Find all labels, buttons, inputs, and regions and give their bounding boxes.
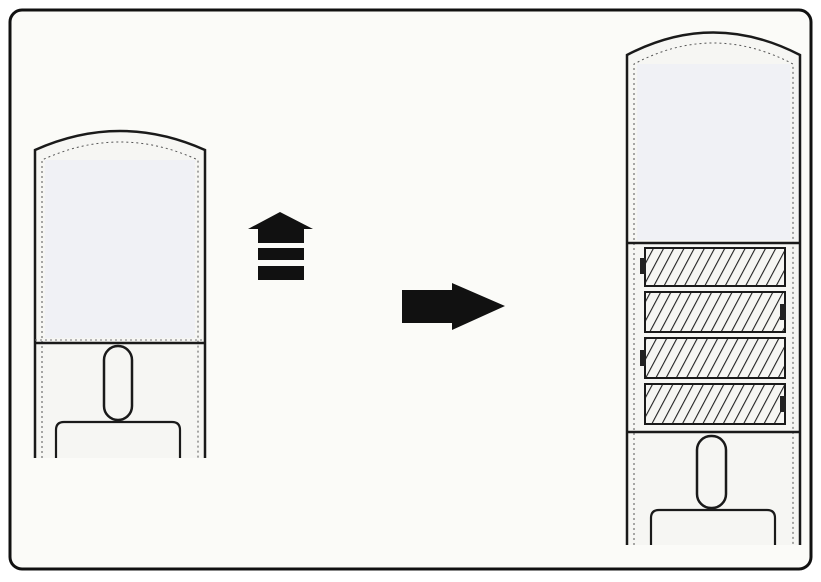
battery-4 — [644, 383, 786, 425]
lower-key-panel-open — [649, 508, 777, 545]
battery-3 — [644, 337, 786, 379]
cover-release-button — [102, 344, 134, 422]
battery-compartment — [640, 247, 786, 425]
remote-control-closed — [33, 129, 207, 458]
battery-2 — [644, 291, 786, 333]
next-step-arrow-icon — [402, 283, 505, 330]
battery-cover-closed — [45, 160, 195, 338]
diagram-frame — [8, 8, 813, 571]
remote-control-open — [625, 31, 802, 545]
cover-release-button-open — [695, 434, 728, 510]
slide-up-indicator-icon — [248, 212, 313, 280]
battery-cover-raised — [637, 64, 790, 240]
battery-1 — [644, 247, 786, 287]
lower-key-panel — [54, 420, 182, 458]
